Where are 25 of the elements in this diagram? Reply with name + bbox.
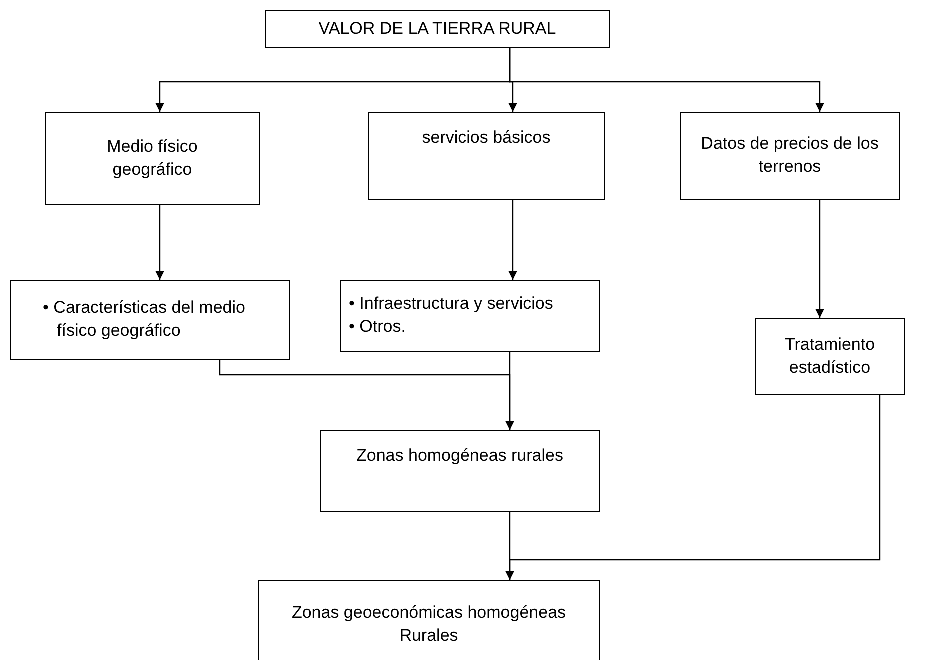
node-label: Zonas homogéneas rurales	[356, 445, 564, 467]
bullet-item: • Otros.	[349, 316, 407, 338]
process-box	[755, 318, 905, 395]
process-box	[368, 112, 605, 200]
node-label: VALOR DE LA TIERRA RURAL	[318, 18, 556, 40]
node-label: Tratamiento estadístico	[784, 334, 876, 378]
process-box	[265, 10, 610, 48]
process-box	[320, 430, 600, 512]
bullet-item: • Características del medio físico geográfico	[43, 297, 246, 342]
connector-arrow	[816, 200, 824, 318]
connector-arrow	[508, 200, 518, 280]
process-box	[10, 280, 290, 360]
process-box	[680, 112, 900, 200]
connector-arrow	[156, 205, 164, 280]
process-box	[258, 580, 600, 660]
node-label: Medio físico geográfico	[106, 136, 199, 180]
node-label: servicios básicos	[422, 127, 551, 149]
process-box	[340, 280, 600, 352]
connector-arrow	[506, 395, 881, 580]
connector-arrow	[509, 48, 824, 112]
bullet-item: • Infraestructura y servicios	[349, 293, 554, 316]
node-label: Datos de precios de los terrenos	[700, 133, 880, 178]
process-box	[45, 112, 260, 205]
connector-arrow	[506, 352, 514, 430]
node-label: Zonas geoeconómicas homogéneas Rurales	[290, 602, 568, 647]
